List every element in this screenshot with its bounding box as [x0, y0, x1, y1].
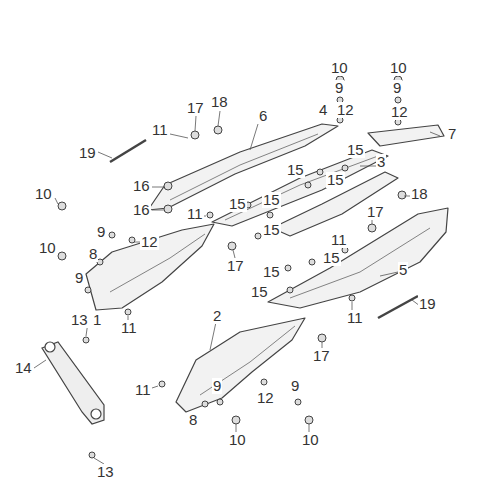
callout-number: 11	[120, 320, 138, 336]
callout-number: 15	[322, 250, 341, 266]
callout-number: 15	[262, 264, 281, 280]
callout-number: 8	[88, 246, 98, 262]
callout-number: 18	[210, 94, 229, 110]
callout-number: 12	[256, 390, 275, 406]
callout-number: 4	[318, 102, 328, 118]
callout-number: 12	[140, 234, 159, 250]
callout-number: 10	[330, 60, 349, 76]
callout-number: 19	[418, 296, 437, 312]
callout-number: 15	[286, 162, 305, 178]
callout-number: 9	[212, 378, 222, 394]
callout-number: 19	[78, 145, 97, 161]
callout-number: 11	[151, 122, 169, 138]
callout-number: 7	[447, 126, 457, 142]
callout-number: 10	[38, 240, 57, 256]
callout-number: 9	[334, 80, 344, 96]
callout-number: 15	[262, 222, 281, 238]
callout-number: 15	[262, 192, 281, 208]
callout-number: 9	[96, 224, 106, 240]
callout-number: 13	[96, 464, 115, 480]
callout-number: 10	[389, 60, 408, 76]
callout-number: 17	[312, 348, 331, 364]
callout-number: 1	[92, 312, 102, 328]
callout-number: 13	[70, 312, 89, 328]
callout-number: 17	[186, 100, 205, 116]
callout-number: 17	[226, 258, 245, 274]
callout-number: 11	[346, 310, 364, 326]
callout-number: 8	[188, 412, 198, 428]
callout-number: 3	[376, 154, 386, 170]
callout-number: 14	[14, 360, 33, 376]
callout-number: 6	[258, 108, 268, 124]
callout-number: 18	[410, 186, 429, 202]
callout-number: 11	[134, 382, 152, 398]
callout-number: 12	[336, 102, 355, 118]
callout-number: 16	[132, 178, 151, 194]
callout-number: 11	[186, 206, 204, 222]
callout-number: 10	[301, 432, 320, 448]
callout-number: 15	[326, 172, 345, 188]
callout-number: 9	[392, 80, 402, 96]
callout-number: 15	[250, 284, 269, 300]
callout-number: 2	[212, 308, 222, 324]
callout-number: 9	[74, 270, 84, 286]
callout-number: 10	[34, 186, 53, 202]
callout-number: 12	[390, 104, 409, 120]
callout-number: 15	[228, 196, 247, 212]
callout-number: 5	[398, 262, 408, 278]
callout-number: 11	[330, 232, 348, 248]
callout-number: 16	[132, 202, 151, 218]
callout-number: 9	[290, 378, 300, 394]
callout-number: 10	[228, 432, 247, 448]
callout-number: 15	[346, 142, 365, 158]
callout-number: 17	[366, 204, 385, 220]
